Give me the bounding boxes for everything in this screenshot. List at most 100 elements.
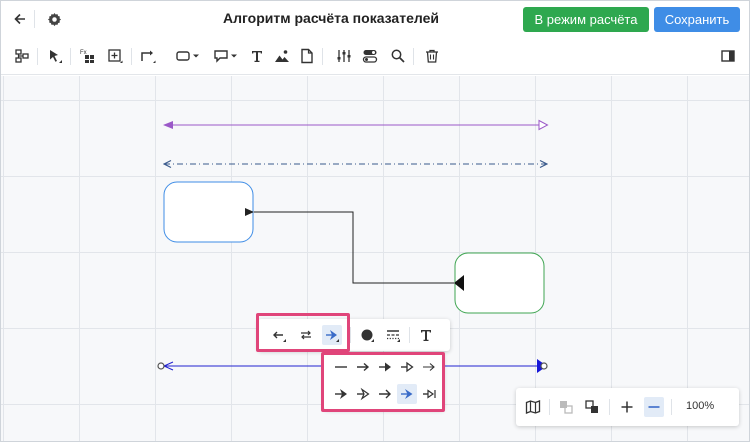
popup-divider: [350, 327, 351, 343]
add-block-icon: [108, 49, 123, 63]
arrowhead-picker: [324, 352, 444, 410]
connector-icon: [141, 50, 156, 63]
panel-toggle-button[interactable]: [718, 46, 738, 66]
zoom-in-button[interactable]: [617, 397, 637, 417]
arrow-right-icon: [326, 330, 339, 342]
settings-button[interactable]: [43, 8, 65, 30]
header-divider: [34, 10, 35, 28]
delete-button[interactable]: [422, 46, 442, 66]
arrowhead-bar[interactable]: [419, 384, 439, 404]
trash-icon: [426, 49, 438, 63]
arrow-thin-icon: [423, 363, 435, 371]
back-arrow-icon: [14, 13, 25, 25]
back-button[interactable]: [9, 8, 31, 30]
toolbar-divider: [37, 48, 38, 65]
line-style-icon: [387, 330, 400, 342]
text-tool-button[interactable]: [247, 46, 267, 66]
save-button[interactable]: Сохранить: [654, 7, 740, 32]
search-icon: [391, 49, 405, 63]
bring-forward-button[interactable]: [582, 397, 602, 417]
arrowhead-outline[interactable]: [397, 357, 417, 377]
map-icon: [525, 400, 541, 414]
toolbar-divider: [131, 48, 132, 65]
zoom-divider: [609, 399, 610, 415]
hierarchy-icon: [15, 49, 29, 63]
chevron-down-icon: [231, 54, 237, 58]
arrow-dart-icon: [401, 389, 413, 399]
arrow-open-icon: [357, 362, 370, 372]
color-circle-icon: [361, 329, 374, 342]
arrow-dart-outline-icon: [357, 387, 370, 401]
arrow-chevron-icon: [379, 389, 391, 399]
arrowhead-dart-outline[interactable]: [353, 384, 373, 404]
comment-icon: [214, 50, 228, 63]
send-backward-button[interactable]: [556, 397, 576, 417]
arrowhead-thin[interactable]: [419, 357, 439, 377]
pointer-tool-button[interactable]: [45, 46, 65, 66]
zoom-out-button[interactable]: [644, 397, 664, 417]
line-color-button[interactable]: [357, 325, 377, 345]
document-icon: [301, 48, 313, 64]
line-text-button[interactable]: [416, 325, 436, 345]
page-title: Алгоритм расчёта показателей: [223, 10, 439, 26]
comment-tool-button[interactable]: [211, 46, 231, 66]
toolbar-divider: [70, 48, 71, 65]
swap-arrows-button[interactable]: [296, 325, 316, 345]
line-end-arrow-button[interactable]: [322, 325, 342, 345]
text-icon: [252, 51, 262, 62]
add-block-button[interactable]: [105, 46, 125, 66]
line-none-icon: [335, 366, 347, 368]
hierarchy-button[interactable]: [12, 46, 32, 66]
connector-tool-button[interactable]: [138, 46, 158, 66]
search-button[interactable]: [388, 46, 408, 66]
zoom-level[interactable]: 100%: [686, 400, 715, 412]
toggle-button[interactable]: [360, 46, 380, 66]
sliders-icon: [337, 50, 351, 62]
formula-block-button[interactable]: Fx: [77, 46, 97, 66]
rectangle-dropdown[interactable]: [189, 46, 203, 66]
rectangle-tool-button[interactable]: [173, 46, 193, 66]
parameters-button[interactable]: [334, 46, 354, 66]
chevron-down-icon: [193, 54, 199, 58]
arrowhead-dart[interactable]: [331, 384, 351, 404]
arrowhead-none[interactable]: [331, 357, 351, 377]
zoom-controls: [516, 388, 739, 426]
arrowhead-filled[interactable]: [375, 357, 395, 377]
line-style-button[interactable]: [383, 325, 403, 345]
minimap-button[interactable]: [523, 397, 543, 417]
minus-icon: [648, 406, 660, 408]
svg-text:Fx: Fx: [80, 50, 87, 56]
arrow-outline-icon: [401, 361, 414, 373]
arrowhead-dart-selected[interactable]: [397, 384, 417, 404]
formula-block-icon: Fx: [80, 50, 94, 63]
toolbar-divider: [413, 48, 414, 65]
arrowhead-open[interactable]: [353, 357, 373, 377]
header: Алгоритм расчёта показателей В режим рас…: [1, 1, 749, 37]
pointer-icon: [50, 50, 62, 63]
swap-icon: [301, 330, 311, 340]
plus-icon: [621, 401, 633, 413]
line-start-arrow-button[interactable]: [269, 325, 289, 345]
popup-divider: [409, 327, 410, 343]
toolbar-divider: [322, 48, 323, 65]
gear-icon: [47, 12, 61, 26]
arrowhead-chevron[interactable]: [375, 384, 395, 404]
arrow-left-icon: [273, 331, 286, 342]
image-tool-button[interactable]: [272, 46, 292, 66]
send-backward-icon: [560, 401, 573, 414]
rectangle-icon: [176, 51, 190, 61]
toggle-icon: [362, 50, 378, 63]
document-tool-button[interactable]: [297, 46, 317, 66]
line-format-toolbar: [258, 319, 450, 351]
arrow-filled-icon: [379, 362, 391, 372]
text-icon: [421, 330, 431, 341]
image-icon: [275, 50, 289, 62]
calc-mode-button[interactable]: В режим расчёта: [523, 7, 649, 32]
panel-toggle-icon: [721, 50, 735, 62]
arrow-dart-icon: [335, 389, 347, 399]
bring-forward-icon: [585, 400, 598, 413]
toolbar: Fx: [1, 37, 749, 75]
zoom-divider: [549, 399, 550, 415]
comment-dropdown[interactable]: [227, 46, 241, 66]
